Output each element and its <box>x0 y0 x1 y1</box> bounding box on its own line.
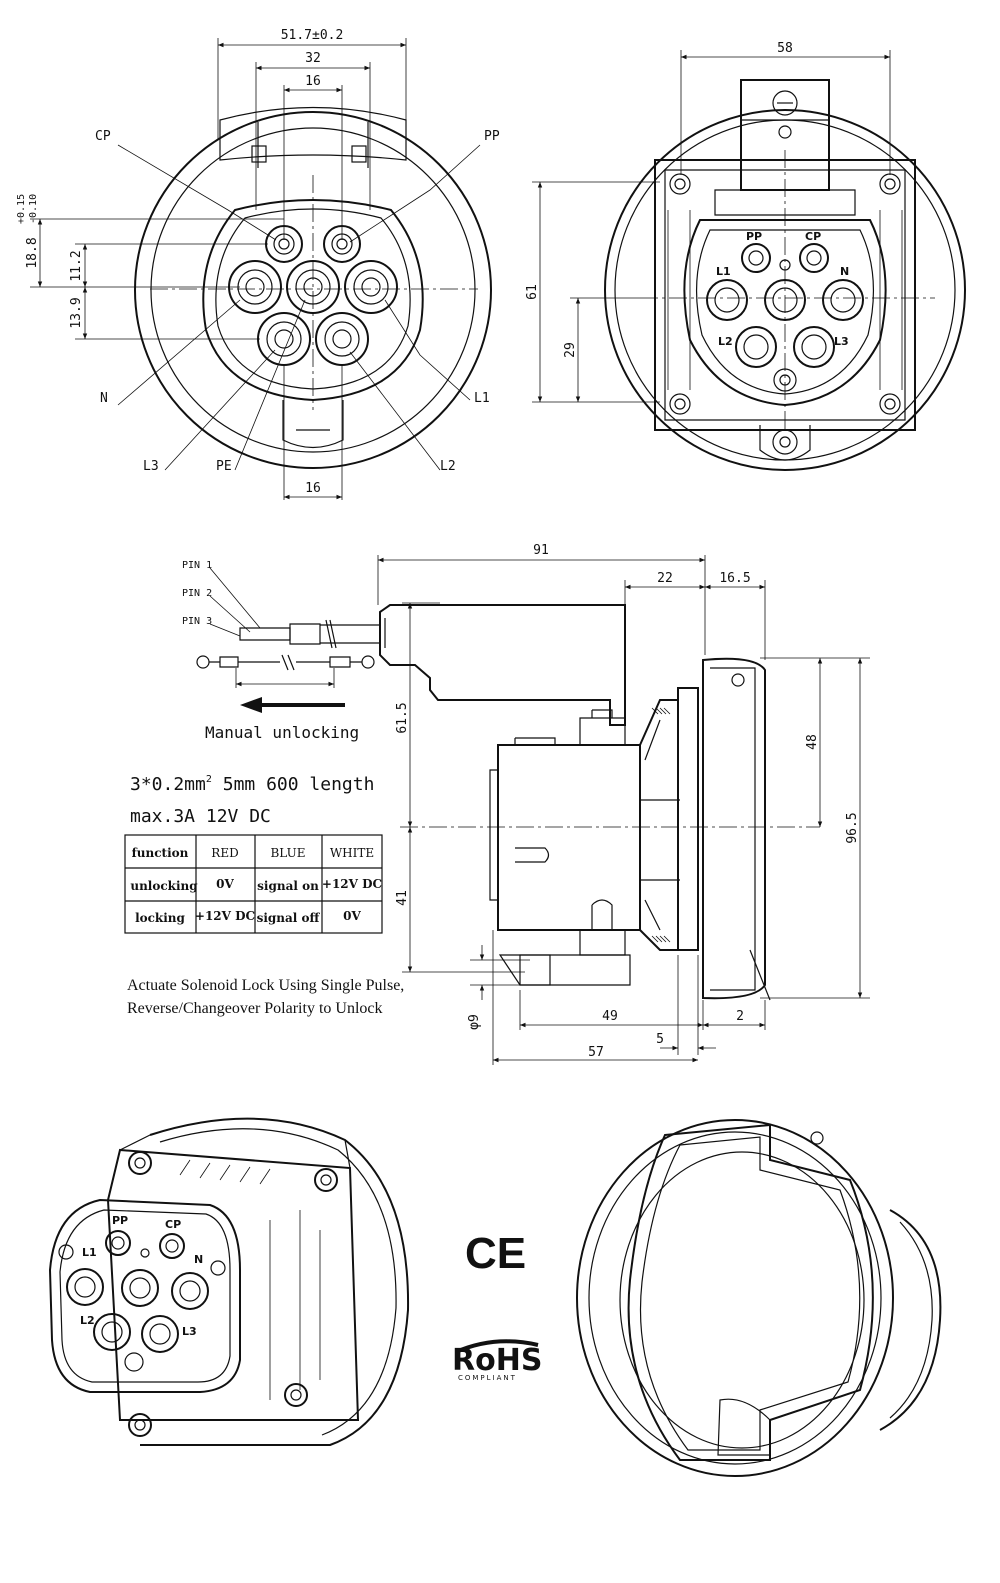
label-rear-l2: L2 <box>718 335 733 348</box>
label-iso-n: N <box>194 1253 203 1266</box>
label-front-cp: CP <box>95 129 111 144</box>
dim-front-width-mid: 32 <box>305 51 321 66</box>
label-iso-pp: PP <box>112 1214 128 1227</box>
label-front-l3: L3 <box>143 459 159 474</box>
label-front-pe: PE <box>216 459 232 474</box>
label-iso-cp: CP <box>165 1218 181 1231</box>
dim-side-22: 22 <box>657 571 673 586</box>
front-view: 51.7±0.2 32 16 16 18.8 +0.15 -0.10 11.2 … <box>16 28 500 500</box>
dim-front-h188-tol-minus: -0.10 <box>28 194 39 224</box>
table-cell: unlocking <box>130 879 198 893</box>
label-rear-cp: CP <box>805 230 821 243</box>
label-front-pp: PP <box>484 129 500 144</box>
table-header-white: WHITE <box>330 846 374 860</box>
pin-l1 <box>344 260 398 314</box>
spec-line-1: 3*0.2mm2 5mm 600 length <box>130 774 374 795</box>
spec-line-2: max.3A 12V DC <box>130 806 271 827</box>
dim-side-57: 57 <box>588 1045 604 1060</box>
label-pin-3: PIN 3 <box>182 616 212 627</box>
label-front-n: N <box>100 391 108 406</box>
rohs-logo: RoHS COMPLIANT <box>452 1339 542 1382</box>
label-rear-pp: PP <box>746 230 762 243</box>
dim-side-41: 41 <box>395 890 410 906</box>
table-cell: 0V <box>216 877 234 891</box>
pin-l3 <box>257 312 311 366</box>
label-manual-unlocking: Manual unlocking <box>205 723 359 742</box>
dim-front-width-outer: 51.7±0.2 <box>281 28 344 43</box>
pin-l2 <box>315 312 369 366</box>
table-header-blue: BLUE <box>270 846 305 860</box>
dim-side-5: 5 <box>656 1032 664 1047</box>
dim-side-61-5: 61.5 <box>395 702 410 733</box>
label-iso-l1: L1 <box>82 1246 97 1259</box>
dim-front-h112: 11.2 <box>69 250 84 281</box>
rear-view: PP CP L1 N L2 L3 58 61 29 <box>525 41 966 471</box>
label-iso-l3: L3 <box>182 1325 197 1338</box>
label-pin-2: PIN 2 <box>182 588 212 599</box>
dim-front-h188-tol-plus: +0.15 <box>16 194 27 224</box>
table-cell: 0V <box>343 909 361 923</box>
dim-side-2: 2 <box>736 1009 744 1024</box>
ce-mark: CE <box>465 1229 526 1278</box>
dim-front-width-bottom: 16 <box>305 481 321 496</box>
table-header-function: function <box>132 846 189 860</box>
iso-front-view <box>576 1119 942 1477</box>
rohs-text: RoHS <box>452 1343 542 1378</box>
table-cell: +12V DC <box>322 877 382 891</box>
cable-spec: 3*0.2mm2 5mm 600 length max.3A 12V DC <box>130 774 374 827</box>
note-line-1: Actuate Solenoid Lock Using Single Pulse… <box>127 977 404 994</box>
dim-side-48: 48 <box>805 734 820 750</box>
dim-side-49: 49 <box>602 1009 618 1024</box>
dim-front-h139: 13.9 <box>69 297 84 328</box>
note-line-2: Reverse/Changeover Polarity to Unlock <box>127 1000 383 1017</box>
label-iso-l2: L2 <box>80 1314 95 1327</box>
table-cell: signal off <box>257 911 321 925</box>
dim-side-96-5: 96.5 <box>845 812 860 843</box>
label-front-l2: L2 <box>440 459 456 474</box>
table-cell: signal on <box>257 879 319 893</box>
rohs-subtext: COMPLIANT <box>458 1374 517 1382</box>
pin-pe <box>286 260 340 314</box>
label-front-l1: L1 <box>474 391 490 406</box>
dim-side-phi9: φ9 <box>467 1014 482 1030</box>
table-cell: locking <box>135 911 185 925</box>
dim-rear-half-height: 29 <box>563 342 578 358</box>
dim-side-total-length: 91 <box>533 543 549 558</box>
dim-rear-width: 58 <box>777 41 793 56</box>
iso-rear-view: PP CP L1 N L2 L3 <box>48 1117 410 1446</box>
label-rear-n: N <box>840 265 849 278</box>
label-rear-l1: L1 <box>716 265 731 278</box>
dim-rear-height: 61 <box>525 284 540 300</box>
side-view: PIN 1 PIN 2 PIN 3 Manual unlocking <box>182 543 870 1065</box>
dim-front-width-inner: 16 <box>305 74 321 89</box>
dim-side-16-5: 16.5 <box>719 571 750 586</box>
table-cell: +12V DC <box>195 909 255 923</box>
label-pin-1: PIN 1 <box>182 560 212 571</box>
wiring-table: function RED BLUE WHITE unlocking 0V sig… <box>124 834 383 934</box>
label-rear-l3: L3 <box>834 335 849 348</box>
table-header-red: RED <box>211 846 238 860</box>
dim-front-h188: 18.8 <box>25 237 40 268</box>
